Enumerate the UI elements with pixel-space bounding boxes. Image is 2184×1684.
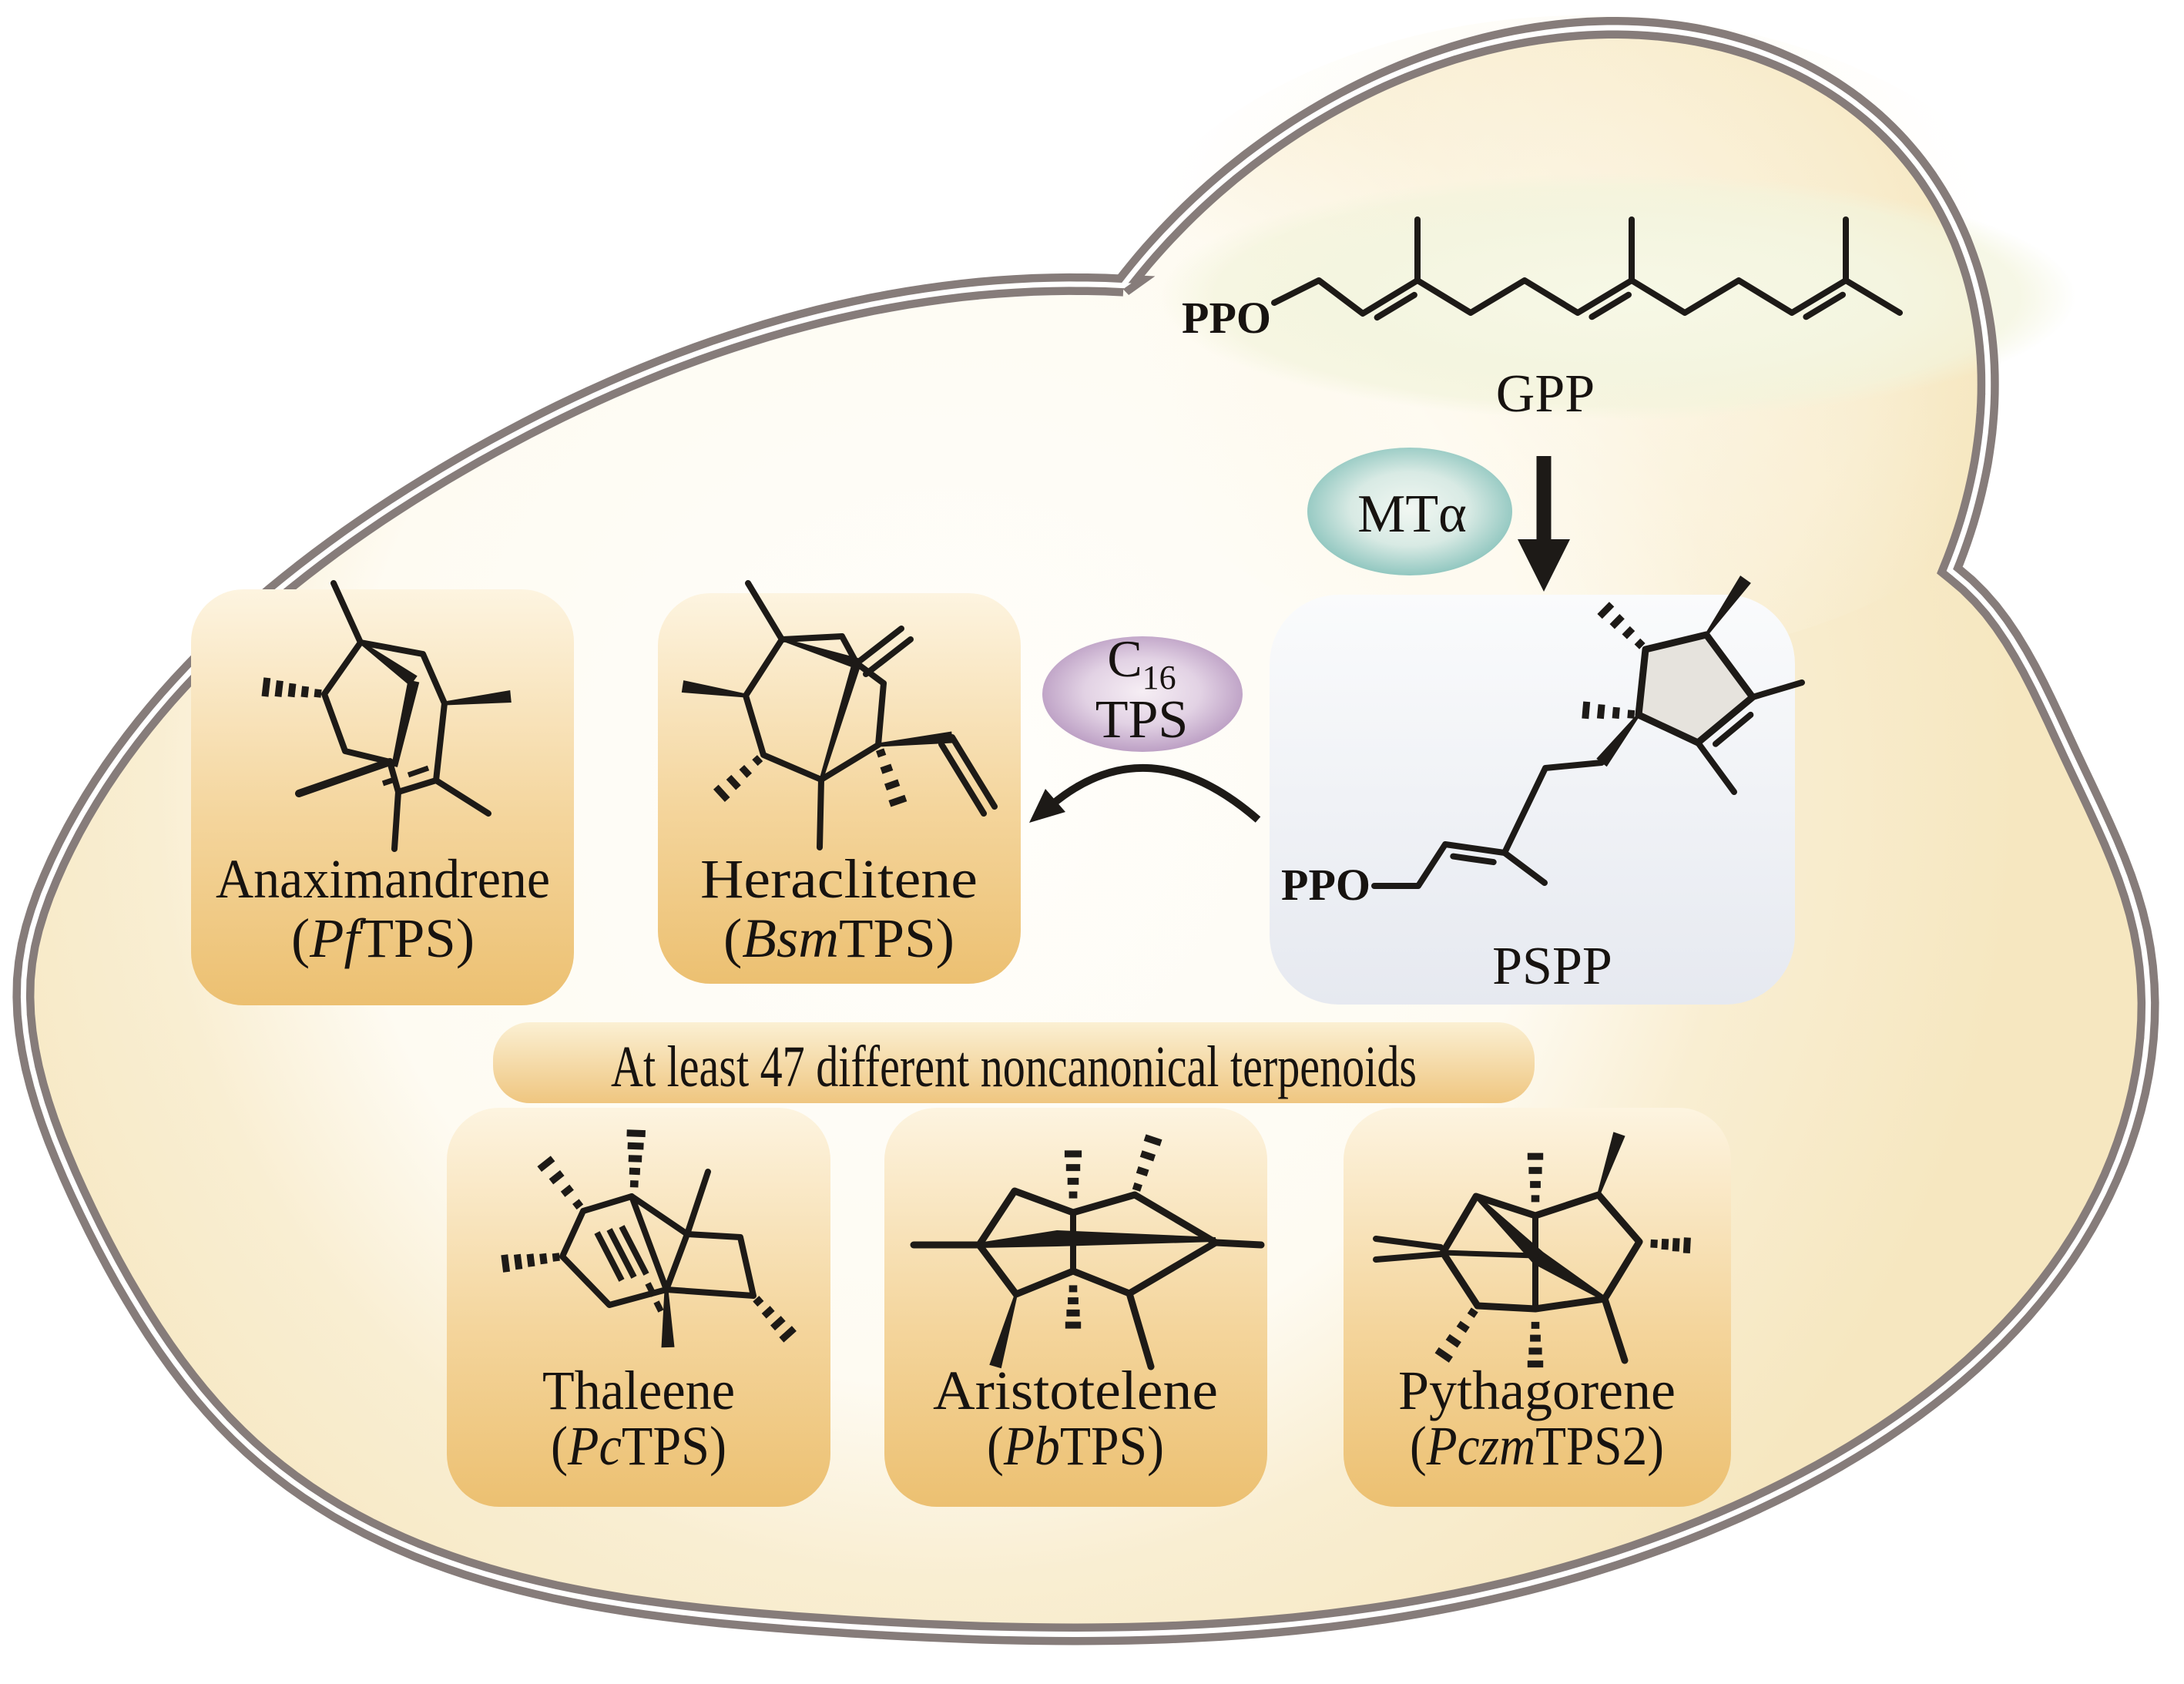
svg-text:(BsmTPS): (BsmTPS)	[723, 907, 954, 969]
svg-text:Thaleene: Thaleene	[542, 1360, 735, 1421]
svg-text:(PcTPS): (PcTPS)	[551, 1415, 726, 1477]
svg-text:(PbTPS): (PbTPS)	[987, 1415, 1164, 1477]
svg-text:Aristotelene: Aristotelene	[933, 1360, 1218, 1421]
svg-text:PPO: PPO	[1182, 293, 1271, 343]
svg-text:MTα: MTα	[1357, 485, 1467, 544]
svg-text:TPS: TPS	[1095, 690, 1189, 750]
svg-text:(PfTPS): (PfTPS)	[291, 907, 475, 969]
svg-text:At least 47 different noncanon: At least 47 different noncanonical terpe…	[611, 1035, 1417, 1099]
svg-text:Pythagorene: Pythagorene	[1398, 1360, 1676, 1421]
svg-text:Heraclitene: Heraclitene	[700, 848, 978, 910]
svg-text:Anaximandrene: Anaximandrene	[216, 848, 550, 910]
svg-text:(PczmTPS2): (PczmTPS2)	[1410, 1415, 1664, 1477]
svg-text:GPP: GPP	[1496, 364, 1595, 424]
svg-text:PSPP: PSPP	[1492, 937, 1612, 996]
svg-text:PPO: PPO	[1281, 860, 1370, 910]
